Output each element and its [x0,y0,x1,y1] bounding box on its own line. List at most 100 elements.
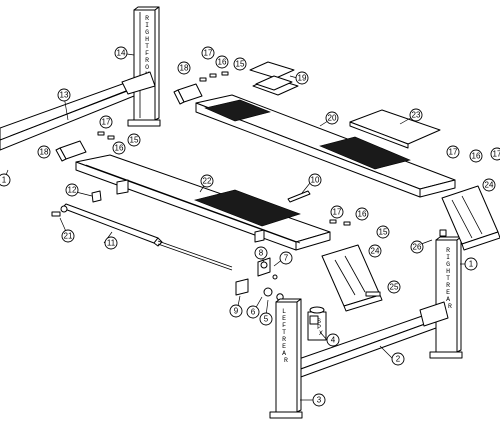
spx-l0: S [317,318,321,325]
svg-text:24: 24 [485,181,494,190]
svg-text:25: 25 [390,283,399,292]
callout-c7: 7 [279,251,293,265]
rr-l3: H [446,268,450,275]
rr-l9: R [448,303,452,310]
lr-l6: E [282,343,286,350]
rf-l6: F [145,50,149,57]
callout-c16-d: 16 [469,149,483,163]
svg-text:1: 1 [2,176,7,185]
hydraulic-cylinder [60,203,233,271]
callout-c24-b: 24 [482,178,496,192]
drip-tray [349,109,441,149]
callout-c6: 6 [246,305,260,319]
callout-c10: 10 [308,173,322,187]
svg-text:24: 24 [371,247,380,256]
pin [287,190,311,203]
rr-l7: E [446,289,450,296]
svg-text:14: 14 [117,49,126,58]
callout-c22: 22 [200,174,214,188]
callout-c21: 21 [61,229,75,243]
callout-c5: 5 [259,312,273,326]
power-unit: S P X [307,306,327,341]
svg-text:16: 16 [358,210,367,219]
svg-text:11: 11 [107,239,116,248]
left-runway [75,154,331,251]
rf-l8: O [145,64,149,71]
svg-text:15: 15 [130,136,139,145]
right-rear-post: R I G H T R E A R [429,236,463,359]
callout-c1-left: 1 [0,173,11,187]
svg-text:26: 26 [413,243,422,252]
callout-c8: 8 [254,246,268,260]
callout-c25: 25 [387,280,401,294]
svg-text:22: 22 [203,177,212,186]
callout-c18-a: 18 [177,61,191,75]
svg-text:17: 17 [333,208,342,217]
svg-text:8: 8 [259,249,264,258]
callout-c15-c: 15 [376,225,390,239]
callout-c15-a: 15 [233,57,247,71]
wheel-stop-front [173,83,203,105]
callout-c12: 12 [65,183,79,197]
lr-l5: R [282,336,286,343]
wheel-stop-rear [55,140,87,162]
bolt-set-mid [329,219,351,226]
right-runway [195,94,456,198]
svg-text:17: 17 [204,49,213,58]
callout-c9: 9 [229,304,243,318]
svg-text:13: 13 [60,91,69,100]
ramp-pin [365,291,381,297]
callout-c14: 14 [114,46,128,60]
rr-l2: G [446,261,450,268]
svg-text:3: 3 [317,396,322,405]
svg-text:9: 9 [234,307,239,316]
svg-text:17: 17 [449,148,458,157]
callout-c20: 20 [325,111,339,125]
rr-l8: A [446,296,450,303]
approach-ramp-rear [321,244,383,312]
bolt-set-left [97,131,115,140]
front-crossbeam [0,71,156,151]
svg-text:17: 17 [493,150,500,159]
callout-c4: 4 [326,333,340,347]
post-cap [439,229,447,237]
callout-c26: 26 [410,240,424,254]
rf-l0: R [145,15,149,22]
lr-l1: E [282,315,286,322]
callout-c3: 3 [312,393,326,407]
callout-c2: 2 [391,352,405,366]
cylinder-bracket [91,190,102,203]
lr-l3: T [282,329,286,336]
callout-c16-b: 16 [112,141,126,155]
rf-l1: I [145,22,149,29]
svg-text:15: 15 [236,60,245,69]
svg-text:19: 19 [298,74,307,83]
callout-c16-a: 16 [215,55,229,69]
rr-l4: T [446,275,450,282]
svg-text:6: 6 [251,308,256,317]
right-front-post: R I G H T F R O N T [127,6,161,127]
svg-text:16: 16 [115,144,124,153]
svg-text:4: 4 [331,336,336,345]
svg-text:12: 12 [68,186,77,195]
callout-c17-d: 17 [446,145,460,159]
svg-text:17: 17 [102,118,111,127]
svg-text:5: 5 [264,315,269,324]
callout-c24-a: 24 [368,244,382,258]
svg-text:1: 1 [469,260,474,269]
svg-text:16: 16 [472,152,481,161]
callout-c17-a: 17 [201,46,215,60]
callout-c18-b: 18 [37,145,51,159]
svg-text:16: 16 [218,58,227,67]
callout-c23: 23 [409,108,423,122]
rf-l3: H [145,36,149,43]
sheave-assembly [235,257,284,301]
svg-text:2: 2 [396,355,401,364]
svg-text:18: 18 [40,148,49,157]
slip-plates [249,61,299,96]
callout-c17-b: 17 [99,115,113,129]
svg-text:10: 10 [311,176,320,185]
clevis-pin [51,211,61,217]
rr-l1: I [446,254,450,261]
lr-l8: R [284,357,288,364]
